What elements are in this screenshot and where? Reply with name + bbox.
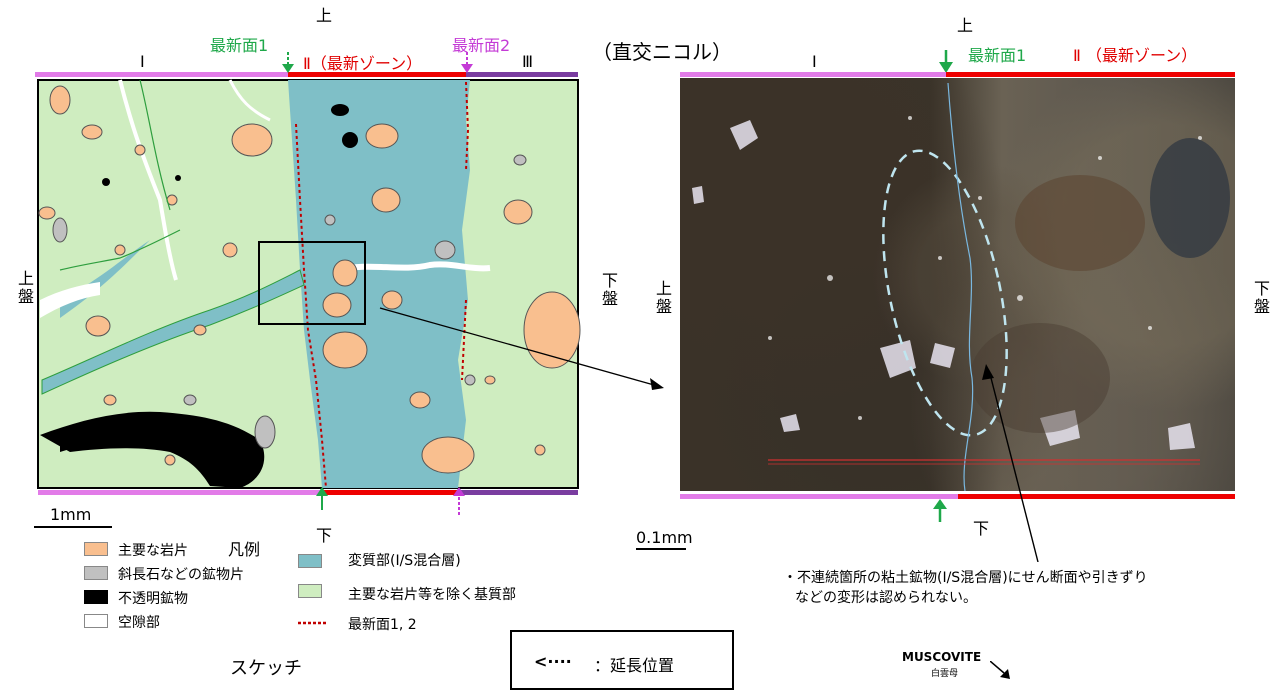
sketch-zone2-label: Ⅱ（最新ゾーン） [303, 54, 423, 73]
sketch-zone3-bar-top [466, 72, 578, 77]
photo-zone1-bar-top [680, 72, 946, 77]
sketch-zone1-label: Ⅰ [140, 52, 145, 71]
sketch-scale-bar [34, 526, 112, 528]
sketch-zone2-bar-top [288, 72, 466, 77]
legend-swatch-void [84, 614, 108, 628]
photo-scale-label: 0.1mm [636, 528, 693, 547]
sketch-scale-label: 1mm [50, 505, 92, 524]
photo-surface1-bottom-arrow [933, 499, 947, 522]
sketch-surface2-top-arrow [461, 52, 473, 73]
legend-swatch-mineral [84, 566, 108, 580]
legend-label-matrix: 主要な岩片等を除く基質部 [348, 587, 516, 603]
legend-label-surface: 最新面1, 2 [348, 617, 417, 633]
photo-bottom-label: 下 [973, 519, 990, 538]
sketch-zone1-bar-bottom [38, 490, 322, 495]
legend-swatch-opaque [84, 590, 108, 604]
extension-arrow-icon: <···· [534, 652, 572, 671]
legend-label-clast: 主要な岩片 [118, 543, 188, 559]
micrograph-image [680, 78, 1235, 491]
photo-surface1-top-arrow [939, 50, 953, 73]
photo-zone2-label: Ⅱ （最新ゾーン） [1073, 46, 1198, 65]
sketch-bottom-label: 下 [316, 526, 333, 545]
photo-top-label: 上 [957, 16, 974, 35]
legend-title: 凡例 [228, 540, 261, 559]
sketch-zone1-bar-top [35, 72, 288, 77]
photo-scale-bar [636, 548, 686, 550]
sketch-zone3-bar-bottom [460, 490, 578, 495]
photo-zone2-bar-top [946, 72, 1235, 77]
legend-label-void: 空隙部 [118, 615, 160, 631]
sketch-surface2-bottom-arrow [453, 487, 465, 516]
legend-swatch-surface [298, 621, 326, 625]
sketch-top-label: 上 [316, 6, 333, 25]
mineral-label-jp: 白雲母 [931, 669, 959, 679]
photo-right-label: 下盤 [1251, 280, 1270, 316]
sketch-zone3-label: Ⅲ [522, 52, 534, 71]
legend-label-altered: 変質部(I/S混合層) [348, 553, 461, 569]
mineral-label-en: MUSCOVITE [902, 650, 982, 664]
photo-zone1-label: Ⅰ [812, 52, 817, 71]
sketch-right-label: 下盤 [599, 272, 618, 308]
legend-label-opaque: 不透明鉱物 [118, 591, 188, 607]
sketch-caption: スケッチ [230, 658, 302, 679]
legend-swatch-clast [84, 542, 108, 556]
note-line1: ・不連続箇所の粘土鉱物(I/S混合層)にせん断面や引きずり [783, 570, 1148, 586]
photo-left-label: 上盤 [653, 280, 672, 316]
photo-zone2-bar-bottom [958, 494, 1235, 499]
sketch-surface2-label: 最新面2 [452, 36, 511, 55]
sketch-surface1-bottom-arrow [316, 487, 328, 510]
photo-surface1-label: 最新面1 [968, 46, 1027, 65]
micrograph-overlay [692, 82, 1230, 491]
note-pointer-arrow [982, 364, 1039, 562]
legend-label-mineral: 斜長石などの鉱物片 [118, 567, 244, 583]
photo-zone1-bar-bottom [680, 494, 958, 499]
sketch-surface1-top-arrow [282, 52, 294, 73]
legend-swatch-altered [298, 554, 322, 568]
mineral-pointer-arrow [990, 661, 1010, 679]
sketch-zone2-bar-bottom [322, 490, 460, 495]
extension-label: ：延長位置 [594, 656, 675, 675]
sketch-left-label: 上盤 [15, 270, 34, 306]
legend-swatch-matrix [298, 584, 322, 598]
photo-title: （直交ニコル） [592, 40, 732, 64]
sketch-surface1-label: 最新面1 [210, 36, 269, 55]
note-line2: などの変形は認められない。 [795, 590, 977, 606]
